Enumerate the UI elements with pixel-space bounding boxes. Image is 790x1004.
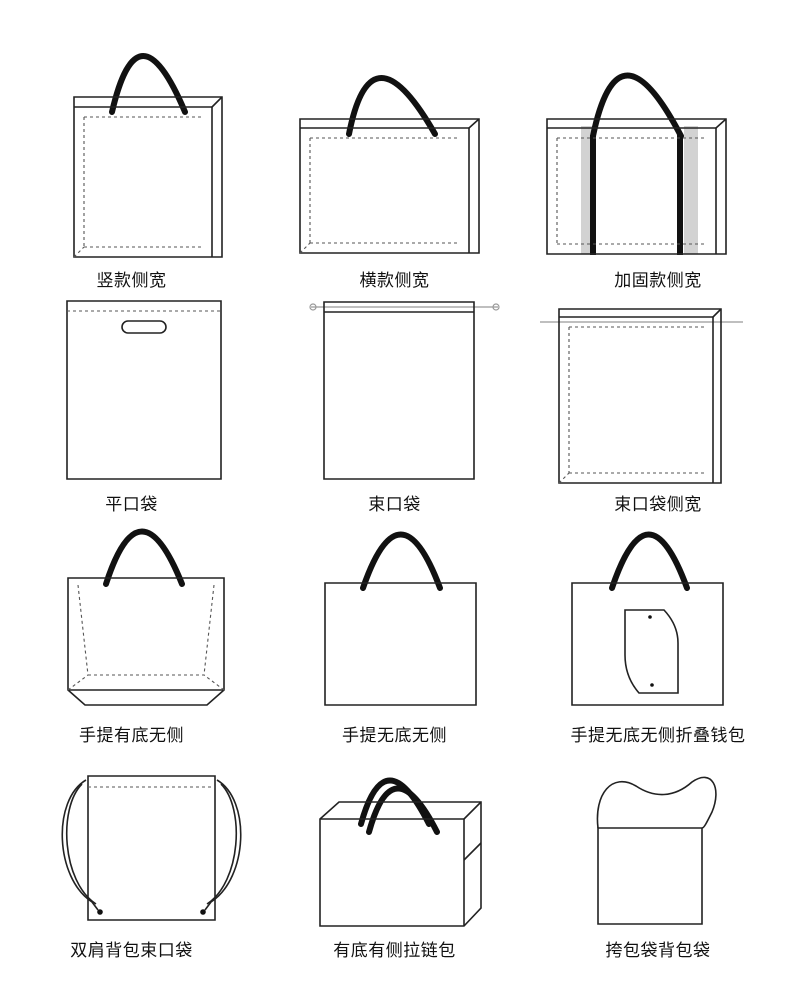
bag-label: 手提无底无侧折叠钱包 [570,726,746,746]
bag-horizontal-gusset: 横款侧宽 [263,0,526,300]
bag-backpack-drawstring: 双肩背包束口袋 [0,760,263,1004]
crossbody-backpack-bag-illustration [596,776,717,925]
bag-handle-flat: 手提无底无侧 [263,515,526,755]
bag-label: 双肩背包束口袋 [70,941,193,961]
flat-die-cut-bag-illustration [66,300,222,480]
vertical-gusset-bag-illustration [73,53,223,258]
handle-flat-bag-illustration [324,531,477,706]
reinforced-gusset-bag-illustration [546,72,727,255]
bag-label: 加固款侧宽 [614,271,702,291]
bag-handle-bottom-no-side: 手提有底无侧 [0,515,263,755]
bag-handle-foldable-wallet: 手提无底无侧折叠钱包 [526,515,790,755]
bag-zipper-gusset: 有底有侧拉链包 [263,760,526,1004]
handle-foldable-wallet-bag-illustration [571,531,724,706]
zipper-gusset-bag-illustration [319,777,482,927]
bag-label: 平口袋 [105,495,158,515]
bag-label: 束口袋侧宽 [614,495,702,515]
bag-label: 有底有侧拉链包 [333,941,456,961]
bag-label: 束口袋 [368,495,421,515]
backpack-drawstring-bag-illustration [61,775,242,921]
bag-label: 竖款侧宽 [96,271,167,291]
bag-label: 手提无底无侧 [342,726,447,746]
bag-label: 手提有底无侧 [79,726,184,746]
bag-crossbody-backpack: 挎包袋背包袋 [526,760,790,1004]
drawstring-bag-illustration [309,301,500,480]
bag-reinforced-gusset: 加固款侧宽 [526,0,790,300]
bag-vertical-gusset: 竖款侧宽 [0,0,263,300]
bag-flat-die-cut: 平口袋 [0,290,263,520]
handle-bottom-no-side-bag-illustration [67,528,225,706]
bag-drawstring: 束口袋 [263,290,526,520]
bag-drawstring-gusset: 束口袋侧宽 [526,290,790,520]
drawstring-gusset-bag-illustration [540,308,743,484]
horizontal-gusset-bag-illustration [299,75,480,254]
bag-label: 横款侧宽 [359,271,430,291]
bag-label: 挎包袋背包袋 [605,941,711,961]
